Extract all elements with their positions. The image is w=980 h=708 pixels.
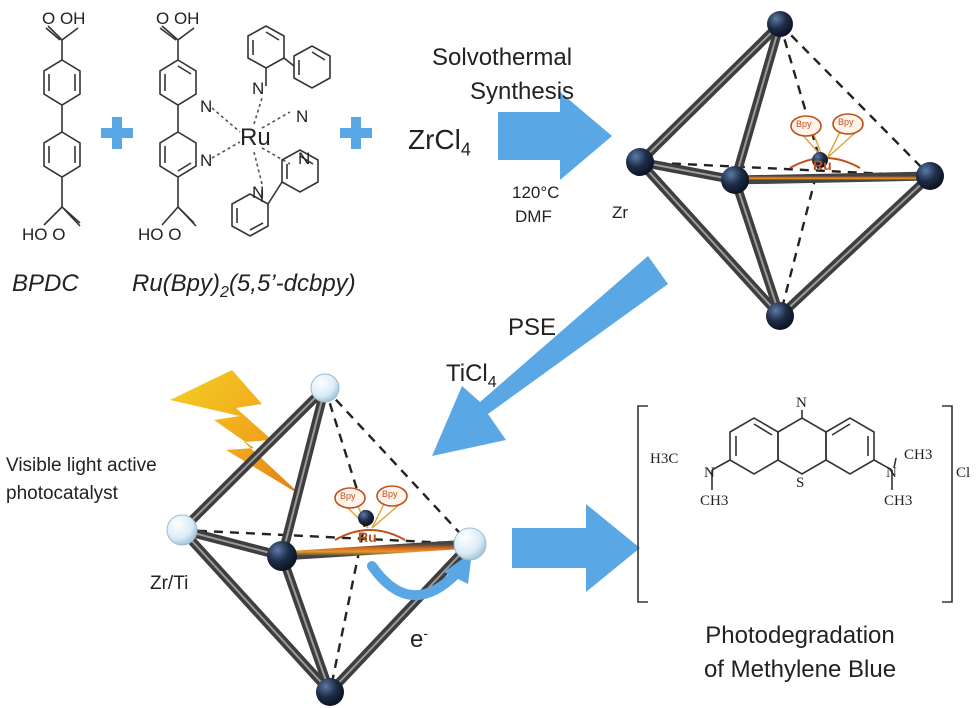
bpdc-label: BPDC	[12, 270, 79, 297]
bpy-n-1: N	[252, 79, 265, 98]
step1-temperature: 120°C	[512, 183, 560, 202]
dcbpy-carboxyl-bottom: HO O	[138, 225, 182, 244]
mof-bottom-bpy-2: Bpy	[382, 489, 398, 499]
lightning-bolt	[170, 370, 302, 496]
mof-top-octahedron	[626, 11, 944, 330]
mof-bottom-node-label: Zr/Ti	[150, 573, 189, 594]
zrcl4-label: ZrCl4	[408, 124, 471, 160]
arrow-pse	[432, 256, 668, 456]
bpdc-carboxyl-bottom: HO O	[22, 225, 66, 244]
mof-top-ru-label: Ru	[813, 157, 832, 173]
mb-left-h3c: H3C	[650, 451, 679, 467]
electron-transfer-arrow	[367, 561, 461, 601]
step2-pse-label: PSE	[508, 314, 557, 341]
bpy-n-3: N	[298, 149, 311, 168]
mb-ring-n: N	[796, 395, 807, 411]
mof-top-bpy-2: Bpy	[838, 117, 854, 127]
ru-complex-structure	[159, 25, 331, 237]
step1-title-line1: Solvothermal	[432, 44, 573, 71]
dcbpy-n-lower: N	[200, 151, 213, 170]
dcbpy-n-upper: N	[200, 97, 213, 116]
mb-chloride: Cl	[956, 465, 971, 481]
mof-top-bpy-1: Bpy	[796, 119, 812, 129]
mof-bottom-bpy-1: Bpy	[340, 491, 356, 501]
mb-right-ch3-bottom: CH3	[884, 493, 913, 509]
mb-ring-s: S	[796, 475, 805, 491]
bpdc-structure	[43, 25, 81, 227]
mb-left-ch3: CH3	[700, 493, 729, 509]
photocatalyst-caption-line2: photocatalyst	[6, 483, 118, 504]
plus-signs	[101, 117, 372, 149]
bpdc-carboxyl-top: O OH	[42, 9, 86, 28]
mof-bottom-ru-label: Ru	[358, 529, 377, 545]
step1-solvent: DMF	[515, 207, 552, 226]
ru-center-label: Ru	[240, 124, 271, 151]
methylene-blue-structure	[637, 405, 953, 603]
mof-top-node-label: Zr	[612, 203, 629, 222]
step2-ticl4-label: TiCl4	[446, 360, 497, 391]
photodegradation-caption-line2: of Methylene Blue	[703, 656, 897, 683]
photocatalyst-caption-line1: Visible light active	[6, 455, 157, 476]
photodegradation-caption-line1: Photodegradation	[705, 622, 895, 649]
bpy-n-2: N	[296, 107, 309, 126]
step1-title-line2: Synthesis	[470, 78, 575, 105]
dcbpy-carboxyl-top: O OH	[156, 9, 200, 28]
bpy-n-4: N	[252, 183, 265, 202]
mb-left-n: N	[704, 465, 715, 481]
arrow-photodegradation	[512, 504, 640, 592]
mb-right-ch3-top: CH3	[904, 447, 933, 463]
mof-bottom-octahedron	[166, 370, 487, 706]
electron-label: e-	[410, 625, 429, 653]
arrow-solvothermal	[498, 92, 612, 180]
ru-complex-label: Ru(Bpy)2(5,5’-dcbpy)	[132, 270, 356, 301]
mb-right-n: N	[886, 465, 897, 481]
